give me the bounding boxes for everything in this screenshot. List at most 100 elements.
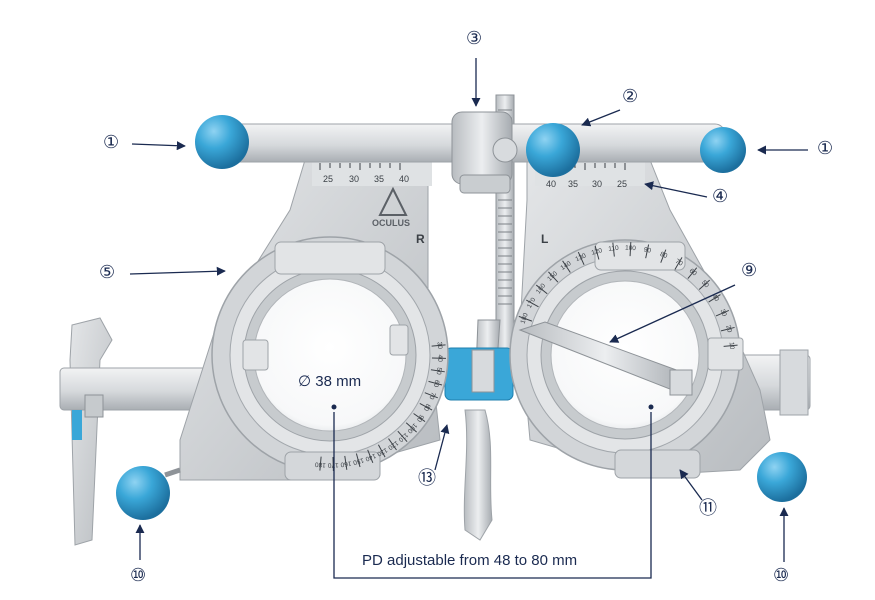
axis-tick-label: 160 [340, 459, 352, 468]
callout-4: ④ [712, 186, 729, 207]
axis-tick [674, 257, 683, 270]
axis-tick-label: 140 [364, 452, 377, 463]
knob-top-center[interactable] [526, 123, 580, 177]
right-side-marker: R [416, 232, 425, 246]
axis-tick [428, 380, 443, 386]
pd-range-label: PD adjustable from 48 to 80 mm [362, 552, 578, 569]
axis-tick-label: 130 [574, 252, 587, 263]
scale-tl-25: 25 [323, 174, 333, 184]
axis-tick [535, 284, 548, 295]
axis-tick [377, 444, 386, 458]
brand-label: OCULUS [372, 218, 410, 228]
scale-tr-30: 30 [592, 179, 602, 189]
axis-tick-label: 100 [625, 245, 637, 253]
callout-11: ⑪ [699, 498, 717, 519]
axis-tick-label: 50 [700, 279, 710, 289]
axis-tick-label: 90 [415, 413, 425, 423]
axis-tick-label: 170 [526, 296, 538, 309]
blue-knobs [116, 115, 807, 520]
axis-tick-label: 60 [688, 267, 698, 277]
axis-tick-label: 180 [520, 312, 530, 325]
optical-center-right [331, 404, 337, 410]
axis-tick [419, 402, 433, 411]
scale-tr-35: 35 [568, 179, 578, 189]
callout-10-left: ⑩ [130, 565, 147, 586]
left-side-marker: L [541, 232, 548, 246]
axis-tick [645, 244, 650, 259]
callout-arrows [129, 58, 808, 562]
axis-tick [367, 449, 374, 463]
knob-bottom-left[interactable] [116, 466, 170, 520]
axis-tick-label: 30 [718, 308, 727, 318]
axis-tick-label: 10 [728, 342, 736, 350]
axis-tick [319, 456, 322, 471]
axis-tick [397, 430, 408, 442]
axis-tick [698, 279, 711, 290]
scale-tl-35: 35 [374, 174, 384, 184]
callout-2: ② [622, 86, 639, 107]
knob-bottom-right[interactable] [757, 452, 807, 502]
right-eye-lens-cell [211, 236, 449, 481]
axis-tick-label: 50 [435, 367, 443, 376]
top-left-pd-scale: 25 30 35 40 [312, 152, 432, 186]
axis-tick-label: 80 [659, 251, 669, 260]
callout-10-right: ⑩ [773, 565, 790, 586]
scale-tr-25: 25 [617, 179, 627, 189]
axis-tick-label: 70 [427, 391, 436, 401]
scale-tl-30: 30 [349, 174, 359, 184]
pd-bracket [331, 404, 654, 579]
axis-tick [723, 344, 738, 347]
scale-tl-40: 40 [399, 174, 409, 184]
axis-tick [388, 438, 397, 451]
axis-tick [518, 315, 533, 322]
axis-tick-label: 40 [710, 293, 720, 303]
axis-tick [548, 271, 559, 283]
axis-tick [715, 309, 730, 317]
optical-center-left [648, 404, 654, 410]
callout-9: ⑨ [741, 260, 758, 281]
axis-tick-label: 150 [352, 456, 365, 466]
axis-tick [405, 422, 417, 433]
top-crossbar [224, 111, 726, 194]
axis-tick-label: 30 [436, 342, 444, 350]
axis-tick [431, 344, 446, 347]
callout-1-right: ① [817, 138, 834, 159]
axis-tick [577, 251, 585, 266]
axis-tick [594, 245, 600, 260]
axis-tick [355, 453, 361, 468]
axis-tick-label: 130 [375, 446, 388, 457]
axis-tick-label: 80 [422, 402, 432, 412]
knob-top-left[interactable] [195, 115, 249, 169]
axis-tick [687, 267, 698, 279]
axis-tick [526, 299, 539, 308]
oculus-logo: OCULUS [372, 186, 410, 228]
axis-tick [612, 242, 615, 257]
axis-tick [720, 326, 735, 332]
callout-1-left: ① [103, 132, 120, 153]
axis-tick-label: 90 [643, 246, 652, 254]
axis-tick [413, 413, 426, 422]
callout-5: ⑤ [99, 262, 116, 283]
callout-13: ⑬ [418, 468, 436, 489]
axis-tick [629, 242, 632, 257]
axis-tick-label: 120 [591, 247, 604, 257]
axis-tick [708, 294, 721, 303]
lens-diameter-label: ∅ 38 mm [298, 373, 362, 390]
axis-tick-label: 20 [724, 325, 733, 334]
axis-tick-label: 110 [608, 245, 619, 253]
axis-tick [344, 455, 348, 470]
axis-tick-label: 60 [432, 379, 441, 388]
axis-tick [562, 260, 571, 273]
axis-tick [660, 249, 667, 263]
axis-tick [430, 369, 445, 373]
callout-3: ③ [466, 28, 483, 49]
axis-tick-label: 180 [314, 460, 326, 468]
axis-tick-label: 170 [327, 461, 338, 468]
axis-tick-label: 70 [674, 258, 684, 268]
axis-tick-label: 40 [436, 354, 443, 362]
knob-top-right[interactable] [700, 127, 746, 173]
scale-tr-40: 40 [546, 179, 556, 189]
